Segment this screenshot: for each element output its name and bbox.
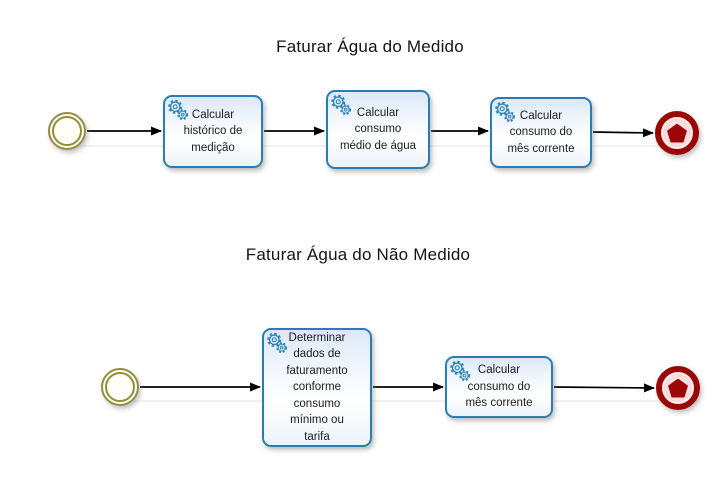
start-event-medido[interactable]	[48, 112, 86, 150]
process-title-medido: Faturar Água do Medido	[276, 37, 464, 56]
end-event-nao-medido[interactable]	[656, 366, 700, 410]
start-event-nao-medido[interactable]	[101, 368, 139, 406]
task-calcular-historico-medicao[interactable]: Calcular histórico de medição	[163, 95, 263, 168]
task-label: Determinar dados de faturamento conforme…	[286, 331, 348, 443]
sequence-flow	[553, 383, 655, 393]
service-task-gear-icon	[265, 331, 289, 355]
task-label: Calcular histórico de medição	[183, 108, 243, 154]
task-determinar-dados-faturamento[interactable]: Determinar dados de faturamento conforme…	[262, 328, 372, 447]
multiple-end-pentagon-icon	[667, 123, 687, 143]
end-event-medido[interactable]	[655, 111, 699, 155]
task-label: Calcular consumo do mês corrente	[465, 364, 533, 410]
sequence-flow	[592, 128, 654, 138]
task-calcular-consumo-mes-corrente-medido[interactable]: Calcular consumo do mês corrente	[490, 97, 592, 168]
multiple-end-pentagon-icon	[668, 378, 688, 398]
task-calcular-consumo-mes-corrente-nao-medido[interactable]: Calcular consumo do mês corrente	[445, 356, 553, 418]
process-title-nao-medido: Faturar Água do Não Medido	[245, 245, 471, 264]
service-task-gear-icon	[166, 98, 190, 122]
service-task-gear-icon	[329, 93, 353, 117]
task-label: Calcular consumo do mês corrente	[507, 109, 575, 155]
service-task-gear-icon	[493, 100, 517, 124]
service-task-gear-icon	[448, 359, 472, 383]
task-label: Calcular consumo médio de água	[339, 106, 417, 152]
task-calcular-consumo-medio-agua[interactable]: Calcular consumo médio de água	[326, 90, 430, 169]
